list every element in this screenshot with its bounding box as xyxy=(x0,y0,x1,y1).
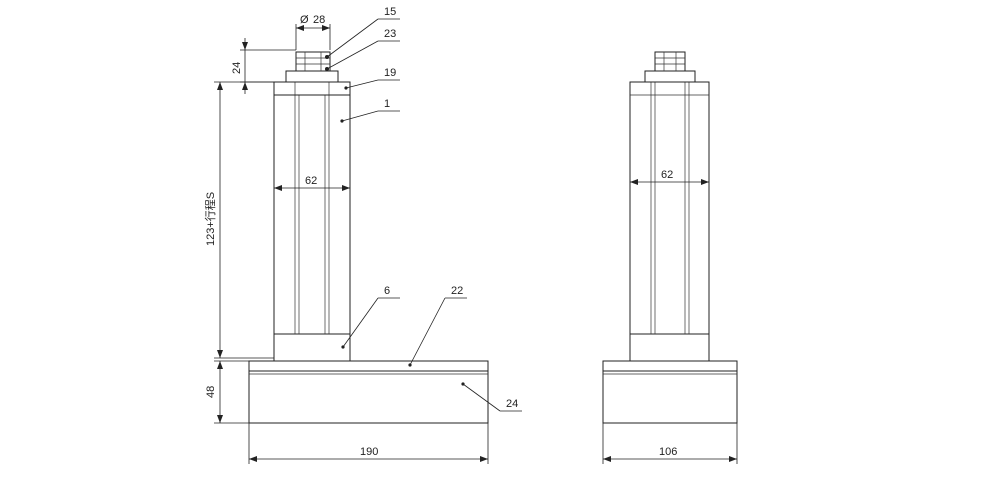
callout-22-label: 22 xyxy=(451,285,463,297)
callout-23-label: 23 xyxy=(384,28,396,40)
dim-base-length-label: 190 xyxy=(360,446,378,458)
front-bottom-block xyxy=(273,333,351,362)
callout-24: 24 xyxy=(461,382,522,412)
dim-base-width-side-label: 106 xyxy=(659,446,677,458)
side-rod-flange xyxy=(644,70,696,83)
dim-body-height-label: 123+行程S xyxy=(204,192,217,246)
callout-19: 19 xyxy=(344,67,400,90)
front-nut xyxy=(295,51,331,72)
dim-tube-width-front-label: 62 xyxy=(305,175,317,187)
side-tube xyxy=(629,81,710,335)
dim-diameter-symbol: Ø xyxy=(300,14,309,26)
dim-base-length: 190 xyxy=(248,423,489,464)
dim-tube-width-side: 62 xyxy=(630,169,709,185)
dim-diameter-value: 28 xyxy=(313,14,325,26)
callout-23: 23 xyxy=(326,28,400,70)
callout-6-label: 6 xyxy=(384,285,390,297)
side-base-top-plate xyxy=(602,360,738,372)
side-nut xyxy=(654,51,686,72)
dim-base-width-side: 106 xyxy=(602,423,738,464)
callout-1: 1 xyxy=(340,98,400,123)
side-base-body xyxy=(602,370,738,424)
callout-24-label: 24 xyxy=(506,398,518,410)
front-rod-flange xyxy=(285,70,339,83)
dim-cap-height-label: 24 xyxy=(231,62,243,74)
side-bottom-block xyxy=(629,333,710,362)
callout-1-label: 1 xyxy=(384,98,390,110)
dim-base-height-label: 48 xyxy=(205,386,217,398)
front-base-body xyxy=(248,370,489,424)
front-top-cap xyxy=(273,81,351,96)
callout-22: 22 xyxy=(408,285,467,367)
callout-15-label: 15 xyxy=(384,6,396,18)
dim-base-height: 48 xyxy=(205,360,249,424)
dim-tube-width-side-label: 62 xyxy=(661,169,673,181)
dim-body-height: 123+行程S xyxy=(204,81,274,359)
front-base-top-plate xyxy=(248,360,489,372)
front-tube xyxy=(273,94,351,335)
front-view xyxy=(248,51,489,424)
callout-15: 15 xyxy=(325,6,400,59)
callout-6: 6 xyxy=(341,285,400,349)
callout-19-label: 19 xyxy=(384,67,396,79)
dim-diameter: Ø 28 xyxy=(295,14,331,50)
dim-tube-width-front: 62 xyxy=(274,175,350,191)
side-view xyxy=(602,51,738,424)
